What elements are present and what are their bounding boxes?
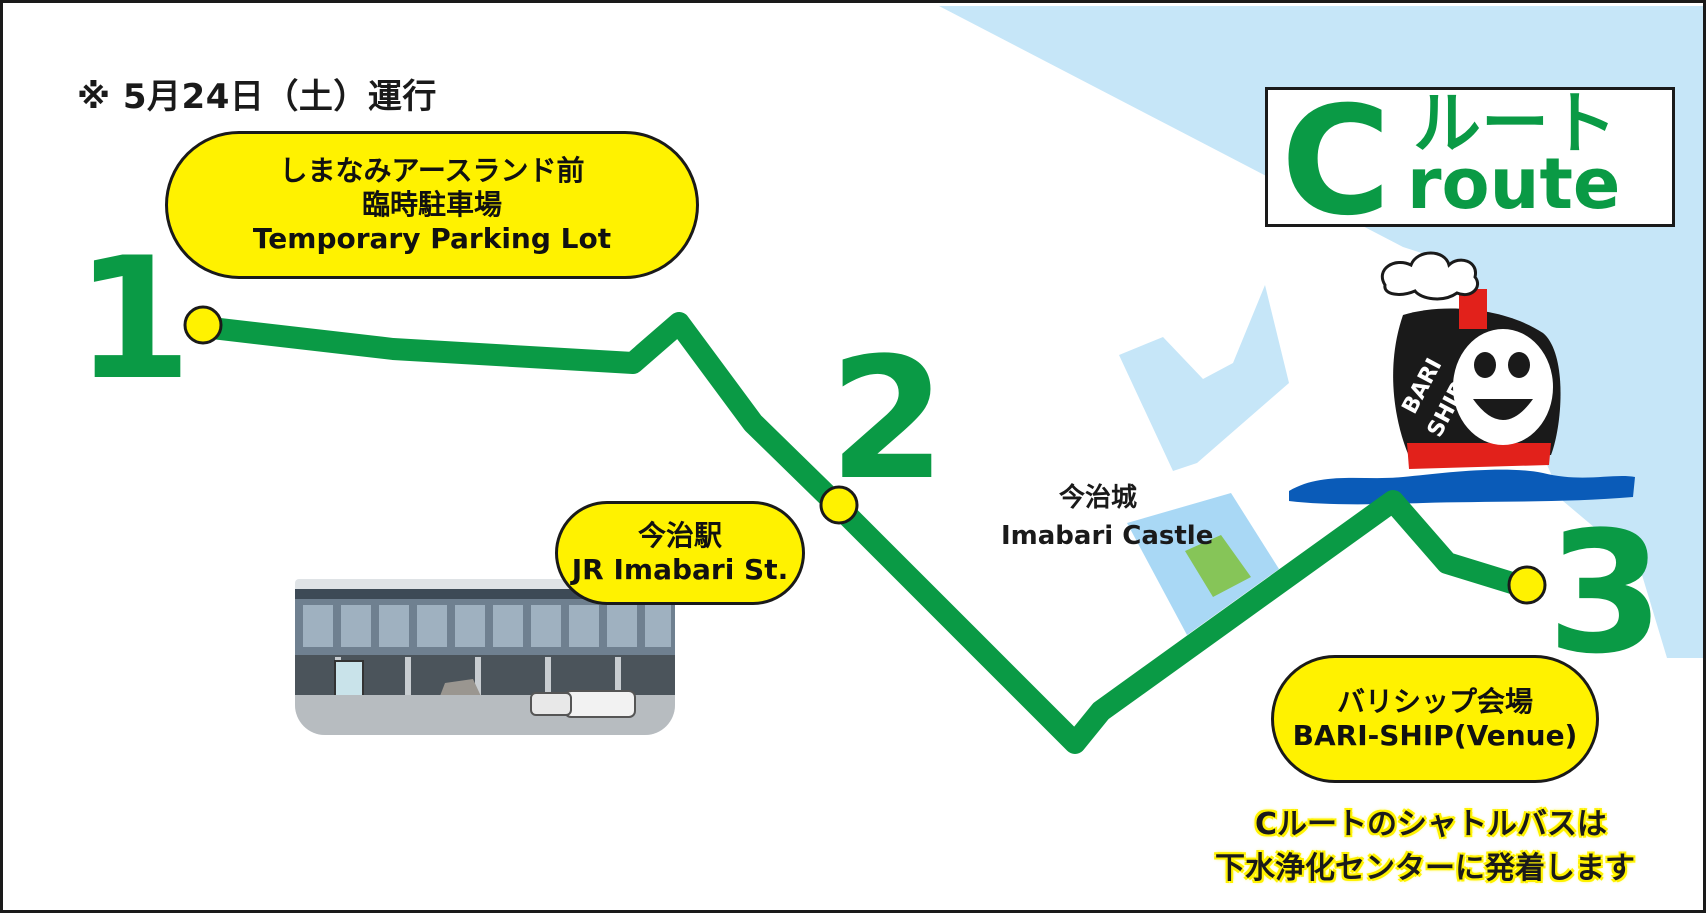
operation-date-note: ※ 5月24日（土）運行: [77, 77, 437, 117]
stop-dot-2: [819, 485, 859, 525]
shuttle-note-line-2: 下水浄化センターに発着します: [1215, 851, 1635, 886]
ship-face: [1453, 329, 1553, 445]
stop-3-name-jp: バリシップ会場: [1336, 684, 1533, 718]
stop-2-label: 今治駅 JR Imabari St.: [555, 501, 805, 605]
stop-2-name-en: JR Imabari St.: [571, 553, 789, 586]
ship-eye-right: [1508, 352, 1530, 378]
castle-label-en: Imabari Castle: [1001, 521, 1214, 551]
stop-dot-3: [1507, 565, 1547, 605]
stop-1-name-jp-2: 臨時駐車場: [361, 187, 502, 221]
stop-3-name-en: BARI-SHIP(Venue): [1292, 719, 1578, 752]
stop-number-3: 3: [1547, 495, 1664, 691]
route-sign-jp: ルート: [1413, 85, 1618, 164]
ship-mouth: [1473, 399, 1533, 420]
stop-1-label: しまなみアースランド前 臨時駐車場 Temporary Parking Lot: [165, 131, 699, 279]
stop-dot-1: [183, 305, 223, 345]
ship-smoke: [1381, 251, 1480, 301]
route-sign-letter: C: [1281, 75, 1392, 249]
stop-1-name-en: Temporary Parking Lot: [252, 222, 612, 256]
castle-label-jp: 今治城: [1059, 483, 1138, 513]
stop-number-1: 1: [75, 221, 192, 417]
ship-hull-bottom: [1407, 443, 1551, 469]
stop-1-name-jp: しまなみアースランド前: [279, 153, 585, 187]
stop-3-label: バリシップ会場 BARI-SHIP(Venue): [1271, 655, 1599, 783]
route-sign: [1265, 87, 1675, 227]
stop-2-name-jp: 今治駅: [637, 518, 722, 552]
imabari-station-photo: [295, 579, 675, 735]
castle-grounds: [1185, 535, 1251, 597]
station-illustration: [295, 579, 675, 735]
stop-number-2: 2: [829, 321, 946, 517]
ship-wave: [1289, 469, 1635, 505]
shuttle-note-line-1: Cルートのシャトルバスは: [1255, 807, 1608, 842]
ship-eye-left: [1474, 352, 1496, 378]
route-sign-en: route: [1407, 143, 1621, 225]
harbor-pier: [1119, 285, 1289, 471]
